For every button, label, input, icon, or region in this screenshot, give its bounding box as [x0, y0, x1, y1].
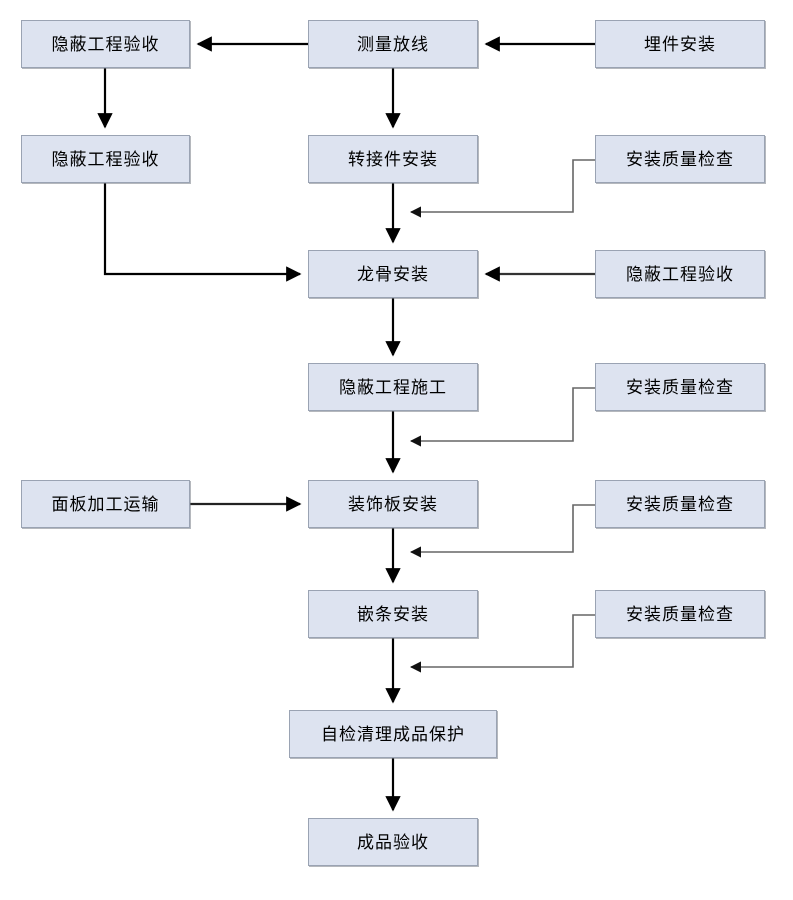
node-concealed-acceptance-2[interactable]: 隐蔽工程验收 — [21, 135, 190, 183]
node-label: 隐蔽工程验收 — [51, 149, 160, 169]
node-label: 安装质量检查 — [626, 377, 734, 397]
node-label: 埋件安装 — [644, 34, 716, 54]
node-label: 转接件安装 — [348, 149, 438, 169]
node-quality-check-4[interactable]: 安装质量检查 — [595, 590, 765, 638]
node-concealed-acceptance-3[interactable]: 隐蔽工程验收 — [595, 250, 765, 298]
node-panel-fabrication-transport[interactable]: 面板加工运输 — [21, 480, 190, 528]
node-concealed-acceptance-1[interactable]: 隐蔽工程验收 — [21, 20, 190, 68]
node-quality-check-2[interactable]: 安装质量检查 — [595, 363, 765, 411]
node-survey-layout[interactable]: 测量放线 — [308, 20, 478, 68]
node-label: 测量放线 — [357, 34, 429, 54]
node-quality-check-1[interactable]: 安装质量检查 — [595, 135, 765, 183]
node-label: 自检清理成品保护 — [321, 724, 465, 744]
node-adapter-install[interactable]: 转接件安装 — [308, 135, 478, 183]
node-quality-check-3[interactable]: 安装质量检查 — [595, 480, 765, 528]
node-label: 隐蔽工程施工 — [339, 377, 447, 397]
node-label: 隐蔽工程验收 — [51, 34, 160, 54]
node-decorative-panel-install[interactable]: 装饰板安装 — [308, 480, 478, 528]
node-concealed-construction[interactable]: 隐蔽工程施工 — [308, 363, 478, 411]
node-label: 隐蔽工程验收 — [626, 264, 734, 284]
node-label: 装饰板安装 — [348, 494, 438, 514]
node-embedded-part-install[interactable]: 埋件安装 — [595, 20, 765, 68]
node-label: 龙骨安装 — [357, 264, 429, 284]
node-label: 安装质量检查 — [626, 494, 734, 514]
edge-accept2-to-keel — [103, 183, 302, 282]
node-trim-strip-install[interactable]: 嵌条安装 — [308, 590, 478, 638]
node-self-inspection-cleanup-protection[interactable]: 自检清理成品保护 — [289, 710, 497, 758]
node-keel-install[interactable]: 龙骨安装 — [308, 250, 478, 298]
node-label: 成品验收 — [357, 832, 429, 852]
node-label: 嵌条安装 — [357, 604, 429, 624]
node-label: 安装质量检查 — [626, 149, 734, 169]
node-label: 安装质量检查 — [626, 604, 734, 624]
node-final-acceptance[interactable]: 成品验收 — [308, 818, 478, 866]
node-label: 面板加工运输 — [51, 494, 160, 514]
